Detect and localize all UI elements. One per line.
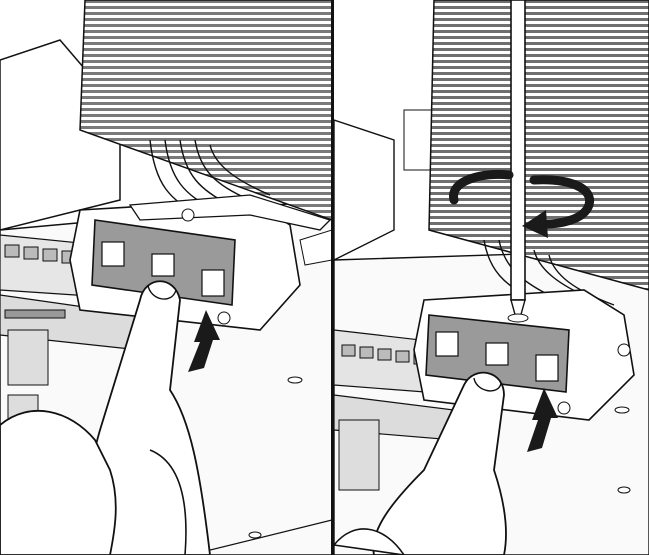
push-up-arrow xyxy=(527,388,558,452)
panel-divider xyxy=(331,0,334,555)
mounting-clip xyxy=(91,219,236,306)
panel-step-1 xyxy=(0,0,332,555)
heatsink-fins xyxy=(79,0,332,221)
mounting-clip xyxy=(425,314,570,393)
step-1-illustration xyxy=(0,0,332,555)
hand-pressing-clip xyxy=(0,280,211,555)
step-2-illustration xyxy=(334,0,649,555)
push-up-arrow xyxy=(188,310,220,372)
screwdriver xyxy=(507,0,529,323)
hand-holding-clip xyxy=(334,371,507,555)
rotate-arrow xyxy=(449,169,595,238)
heatsink-fins xyxy=(428,0,649,291)
panel-step-2 xyxy=(334,0,649,555)
